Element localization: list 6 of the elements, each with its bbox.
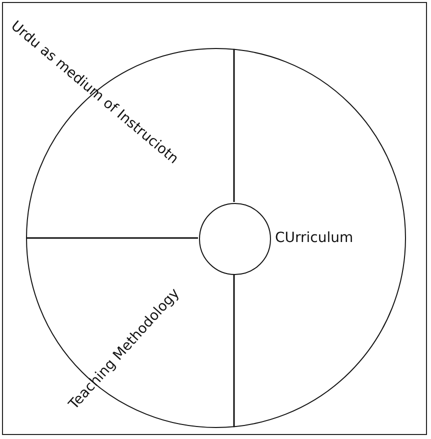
divider-line xyxy=(26,237,198,239)
divider-line xyxy=(233,48,235,202)
outer-circle xyxy=(26,48,406,428)
center-circle xyxy=(199,203,271,275)
divider-line xyxy=(233,274,235,428)
sector-label: CUrriculum xyxy=(275,230,354,246)
